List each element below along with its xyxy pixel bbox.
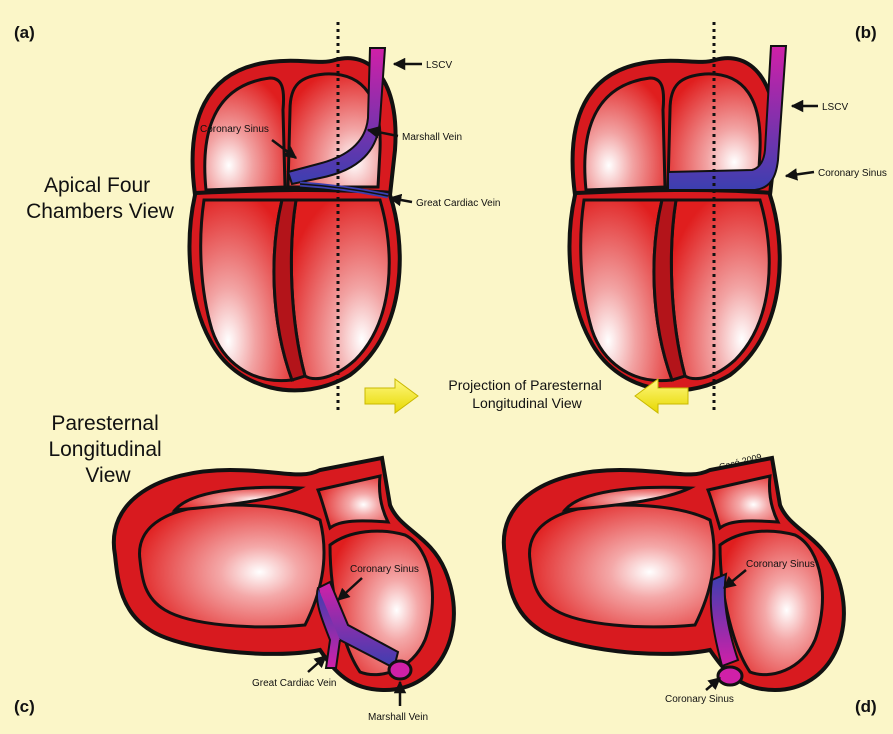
panel-label-a: (a) <box>14 23 35 42</box>
heart-d-parasternal <box>504 458 844 690</box>
label-d-coronary-sinus-top: Coronary Sinus <box>746 559 815 570</box>
label-a-lscv: LSCV <box>426 60 452 71</box>
label-b-coronary-sinus: Coronary Sinus <box>818 168 887 179</box>
apical-view-title: Apical Four Chambers View <box>26 174 175 223</box>
arrow-d-coronary-sinus-bottom <box>706 678 720 690</box>
label-c-great-cardiac-vein: Great Cardiac Vein <box>252 678 337 689</box>
label-b-lscv: LSCV <box>822 102 848 113</box>
vein-c-cross-section <box>389 661 411 679</box>
label-a-great-cardiac-vein: Great Cardiac Vein <box>416 198 501 209</box>
label-d-coronary-sinus-bottom: Coronary Sinus <box>665 694 734 705</box>
yellow-arrow-right <box>365 379 418 413</box>
label-c-marshall-vein: Marshall Vein <box>368 712 428 723</box>
panel-label-c: (c) <box>14 697 35 716</box>
label-a-coronary-sinus: Coronary Sinus <box>200 124 269 135</box>
arrow-b-coronary-sinus <box>786 172 814 176</box>
panel-label-d: (d) <box>855 697 877 716</box>
arrow-c-great-cardiac <box>308 656 326 672</box>
projection-caption: Projection of Paresternal Longitudinal V… <box>448 377 605 411</box>
parasternal-view-title: Paresternal Longitudinal View <box>48 412 167 487</box>
label-a-marshall-vein: Marshall Vein <box>402 132 462 143</box>
vein-d-cross-section <box>718 667 742 685</box>
label-c-coronary-sinus: Coronary Sinus <box>350 564 419 575</box>
heart-b-apical <box>570 58 780 390</box>
panel-label-b: (b) <box>855 23 877 42</box>
